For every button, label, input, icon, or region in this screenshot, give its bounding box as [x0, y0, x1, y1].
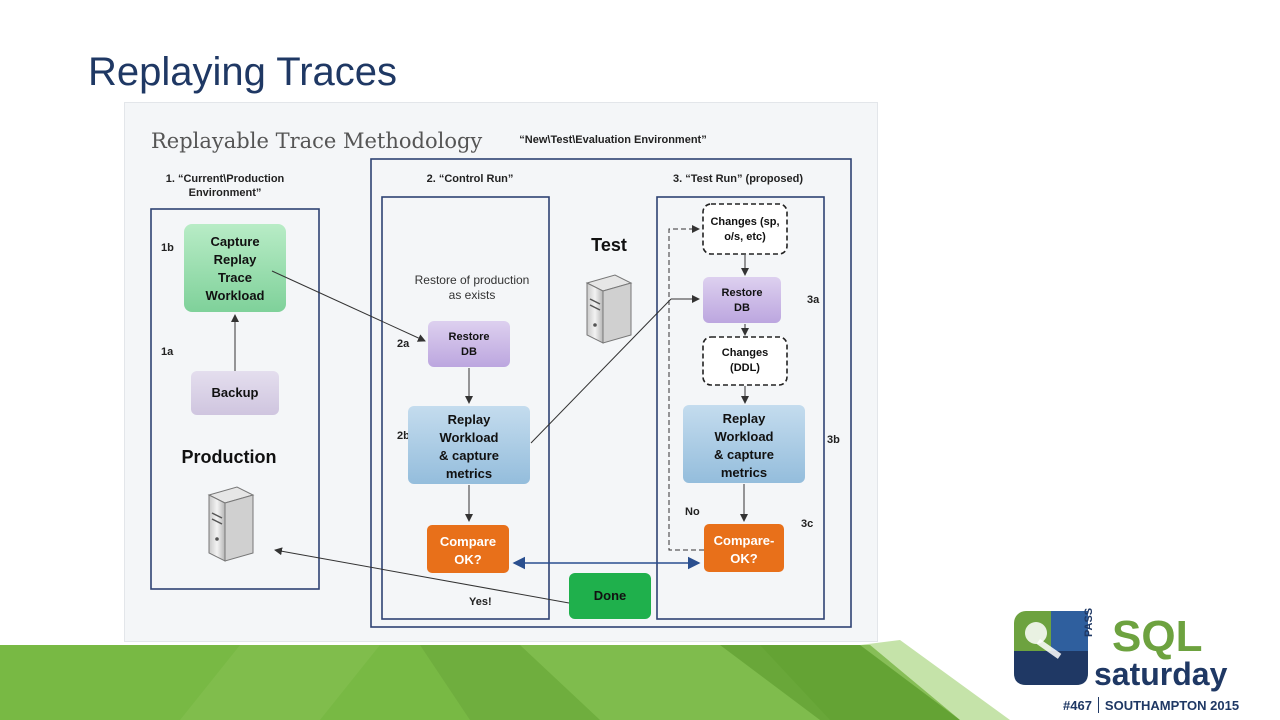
capture-line2: Replay	[214, 252, 257, 267]
logo-saturday: saturday	[1094, 656, 1228, 692]
restore-db-control-line2: DB	[461, 346, 477, 358]
backup-box	[191, 371, 279, 415]
test-server-icon	[585, 274, 633, 344]
replay-control-line1: Replay	[448, 412, 491, 427]
control-run-frame	[381, 196, 550, 620]
compare-control-line1: Compare	[440, 534, 496, 549]
methodology-diagram: Replayable Trace Methodology “New\Test\E…	[124, 102, 878, 642]
logo-mark: PASS SQL saturday	[1014, 608, 1228, 692]
changes-sp-line2: o/s, etc)	[724, 231, 766, 243]
compare-test-line2: OK?	[730, 551, 758, 566]
decorative-band	[0, 640, 1010, 720]
changes-box-sp	[702, 203, 788, 255]
compare-box-control	[427, 525, 509, 573]
restore-note-line1: Restore of production	[415, 273, 530, 287]
restore-db-control-line1: Restore	[449, 331, 490, 343]
section2-label: 2. “Control Run”	[427, 173, 514, 185]
replay-control-line2: Workload	[440, 430, 499, 445]
capture-to-restore-arrow	[271, 270, 426, 342]
control-to-test-line	[530, 298, 672, 444]
compare-test-line1: Compare-	[714, 533, 775, 548]
done-box	[569, 573, 651, 619]
replay-test-line2: Workload	[715, 429, 774, 444]
test-environment-frame	[370, 158, 852, 628]
done-to-production-arrow	[274, 547, 570, 604]
capture-line1: Capture	[210, 234, 259, 249]
changes-sp-line1: Changes (sp,	[710, 216, 779, 228]
step-3b: 3b	[827, 434, 840, 446]
section1-label-line2: Environment”	[189, 187, 262, 199]
event-number: #467	[1063, 698, 1092, 713]
logo-sql: SQL	[1112, 612, 1202, 661]
step-2b: 2b	[397, 430, 410, 442]
logo-pass: PASS	[1083, 608, 1095, 637]
replay-control-line3: & capture	[439, 448, 499, 463]
step-1b: 1b	[161, 242, 174, 254]
step-1a: 1a	[161, 346, 174, 358]
restore-db-test-line2: DB	[734, 302, 750, 314]
replay-test-line1: Replay	[723, 411, 766, 426]
replay-box-control	[408, 406, 530, 484]
changes-ddl-line2: (DDL)	[730, 362, 760, 374]
replay-box-test	[683, 405, 805, 483]
yes-label: Yes!	[469, 596, 492, 608]
production-label: Production	[182, 447, 277, 467]
step-3a: 3a	[807, 294, 820, 306]
changes-ddl-line1: Changes	[722, 347, 768, 359]
capture-line4: Workload	[206, 288, 265, 303]
production-frame	[150, 208, 320, 590]
production-server-icon	[207, 486, 255, 562]
capture-workload-box	[184, 224, 286, 312]
logo-tagline: #467 SOUTHAMPTON 2015	[1063, 697, 1239, 713]
restore-note-line2: as exists	[449, 288, 496, 302]
changes-box-ddl	[702, 336, 788, 386]
tag-separator	[1097, 697, 1099, 713]
test-run-frame	[656, 196, 825, 620]
diagram-canvas: Replayable Trace Methodology “New\Test\E…	[150, 129, 852, 628]
compare-control-line2: OK?	[454, 552, 482, 567]
backup-label: Backup	[212, 385, 259, 400]
compare-box-test	[704, 524, 784, 572]
diagram-heading: Replayable Trace Methodology	[151, 129, 482, 153]
replay-test-line4: metrics	[721, 465, 767, 480]
key-icon	[1025, 622, 1047, 644]
restore-db-test-line1: Restore	[722, 287, 763, 299]
section3-label: 3. “Test Run” (proposed)	[673, 173, 803, 185]
env-label: “New\Test\Evaluation Environment”	[519, 134, 706, 146]
step-2a: 2a	[397, 338, 410, 350]
test-label: Test	[591, 235, 627, 255]
restore-db-box-control	[428, 321, 510, 367]
event-city: SOUTHAMPTON 2015	[1104, 698, 1240, 713]
section1-label-line1: 1. “Current\Production	[166, 173, 285, 185]
sql-saturday-logo: PASS SQL saturday	[1010, 605, 1245, 715]
capture-line3: Trace	[218, 270, 252, 285]
step-3c: 3c	[801, 518, 813, 530]
no-loop-arrow	[668, 225, 704, 551]
slide-title: Replaying Traces	[88, 50, 398, 94]
replay-control-line4: metrics	[446, 466, 492, 481]
restore-db-box-test	[703, 277, 781, 323]
no-label: No	[685, 506, 700, 518]
done-label: Done	[594, 588, 627, 603]
replay-test-line3: & capture	[714, 447, 774, 462]
